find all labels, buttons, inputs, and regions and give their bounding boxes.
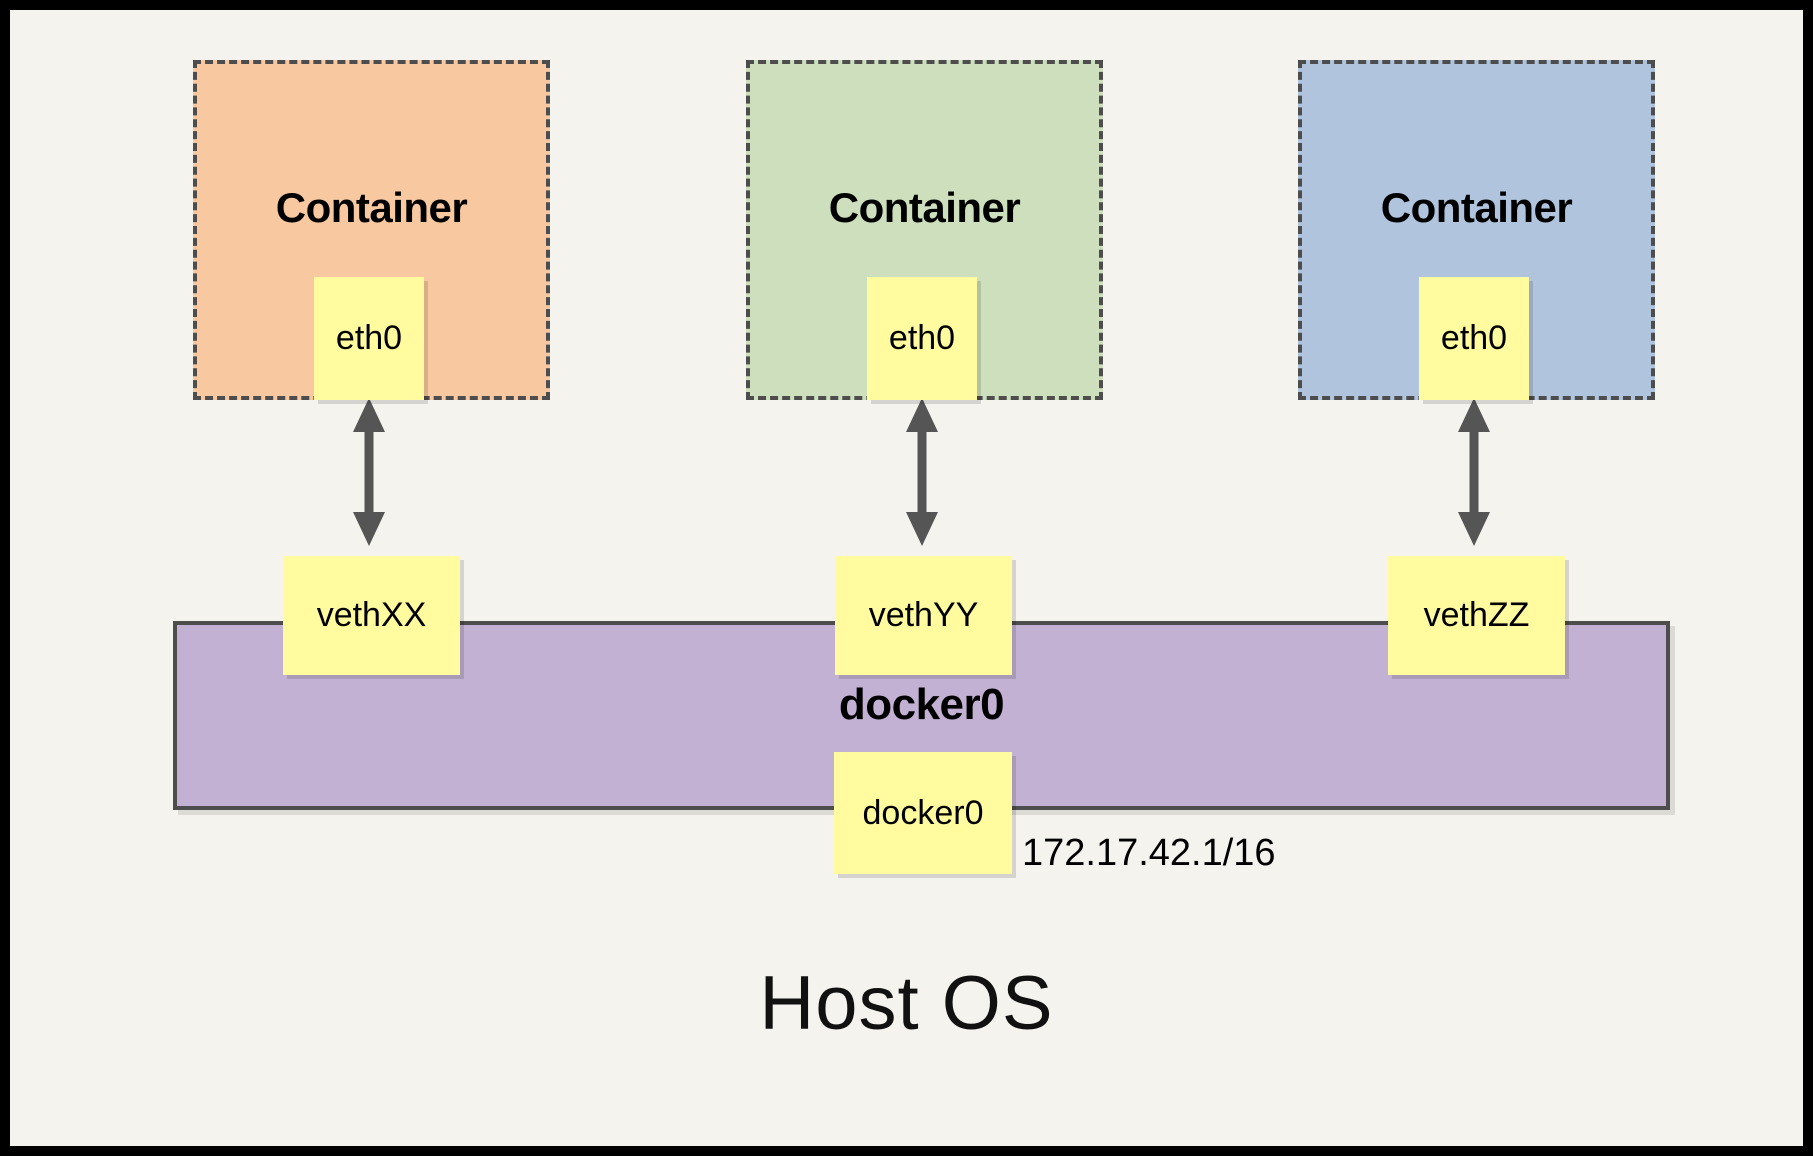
eth0-chip-3: eth0 [1419,277,1529,400]
container-title-1: Container [275,184,468,231]
veth-label-3: vethZZ [1423,596,1530,634]
eth0-chip-2: eth0 [867,277,977,400]
connector-arrow-3 [1458,398,1490,546]
veth-label-1: vethXX [316,596,427,634]
eth0-chip-1: eth0 [314,277,424,400]
docker0-interface-chip: docker0 [834,752,1012,874]
eth0-label-1: eth0 [335,319,403,357]
veth-chip-1: vethXX [283,556,460,675]
veth-chip-2: vethYY [835,556,1012,675]
connector-arrow-1 [353,398,385,546]
docker0-ip-address: 172.17.42.1/16 [1022,832,1276,874]
veth-chip-3: vethZZ [1388,556,1565,675]
eth0-label-2: eth0 [888,319,956,357]
docker0-bridge-label: docker0 [838,680,1005,729]
host-os-label: Host OS [759,961,1054,1046]
eth0-label-3: eth0 [1440,319,1508,357]
connector-arrow-2 [906,398,938,546]
docker0-interface-label: docker0 [862,793,984,832]
veth-label-2: vethYY [868,596,979,634]
container-title-2: Container [828,184,1021,231]
container-title-3: Container [1380,184,1573,231]
